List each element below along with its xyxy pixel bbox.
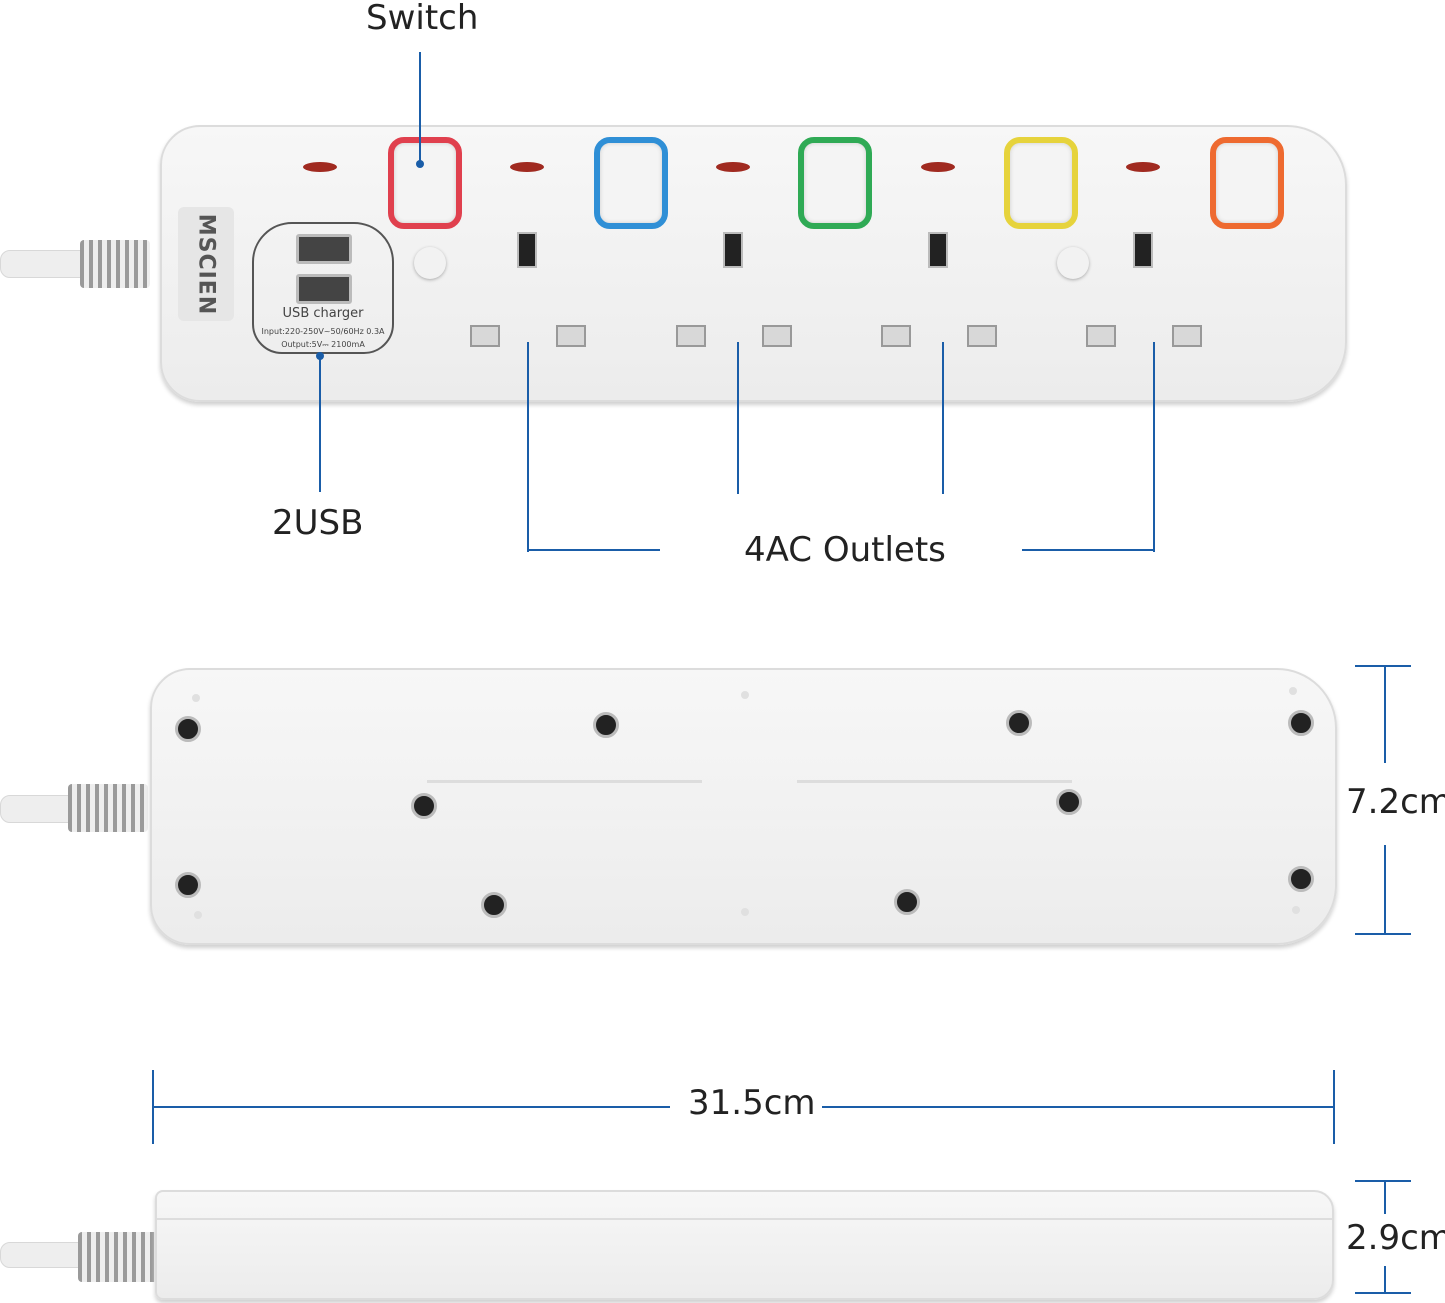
power-strip-top-view: MSCIEN USB charger Input:220-250V~50/60H… bbox=[160, 125, 1347, 402]
side-seam bbox=[157, 1218, 1332, 1220]
mounting-hole-8 bbox=[481, 892, 507, 918]
dim-31.5-h2 bbox=[822, 1106, 1334, 1108]
outlet-4-earth bbox=[1133, 232, 1153, 268]
foot-3 bbox=[1289, 687, 1297, 695]
outlet-leader-1h bbox=[527, 549, 660, 551]
outlet-3-earth bbox=[928, 232, 948, 268]
indicator-light-1 bbox=[303, 162, 337, 172]
dim-31.5-h1 bbox=[152, 1106, 670, 1108]
dim-7.2-v2 bbox=[1384, 845, 1386, 935]
outlet-leader-4 bbox=[1153, 342, 1155, 552]
outlet-leader-2 bbox=[737, 342, 739, 494]
dim-7.2-bottom bbox=[1355, 933, 1411, 935]
brand-logo-text: MSCIEN bbox=[193, 213, 219, 315]
indicator-light-3 bbox=[716, 162, 750, 172]
usb-label: 2USB bbox=[272, 503, 364, 543]
mounting-hole-5 bbox=[411, 793, 437, 819]
brand-logo: MSCIEN bbox=[178, 207, 234, 321]
usb-input-spec: Input:220-250V~50/60Hz 0.3A bbox=[261, 327, 385, 336]
dim-7.2-v1 bbox=[1384, 665, 1386, 763]
usb-panel: USB charger Input:220-250V~50/60Hz 0.3A … bbox=[252, 222, 394, 354]
mounting-hole-2 bbox=[593, 712, 619, 738]
dim-2.9-bottom bbox=[1355, 1292, 1411, 1294]
outlet-3-live bbox=[881, 325, 911, 347]
switch-dot bbox=[416, 160, 424, 168]
foot-2 bbox=[741, 691, 749, 699]
usb-dot bbox=[316, 352, 324, 360]
usb-leader bbox=[319, 356, 321, 492]
cable-grip bbox=[80, 240, 150, 288]
dim-31.5-right bbox=[1333, 1070, 1335, 1144]
mounting-hole-6 bbox=[1056, 789, 1082, 815]
foot-1 bbox=[192, 694, 200, 702]
switch-1[interactable] bbox=[388, 137, 462, 229]
outlet-leader-4h bbox=[1022, 549, 1155, 551]
indicator-light-5 bbox=[1126, 162, 1160, 172]
cable-grip-bottom bbox=[68, 784, 148, 832]
power-strip-side-view bbox=[155, 1190, 1334, 1300]
switch-2[interactable] bbox=[594, 137, 668, 229]
power-cable-side bbox=[0, 1242, 92, 1268]
outlet-leader-3 bbox=[942, 342, 944, 494]
foot-4 bbox=[194, 911, 202, 919]
foot-6 bbox=[1292, 906, 1300, 914]
height-label: 2.9cm bbox=[1346, 1218, 1445, 1258]
dim-2.9-v2 bbox=[1384, 1266, 1386, 1294]
outlets-label: 4AC Outlets bbox=[744, 530, 946, 570]
width-label: 7.2cm bbox=[1346, 782, 1445, 822]
dim-2.9-top bbox=[1355, 1180, 1411, 1182]
outlet-1-neutral bbox=[556, 325, 586, 347]
usb-charger-label: USB charger bbox=[282, 306, 364, 321]
switch-3[interactable] bbox=[798, 137, 872, 229]
outlet-2-neutral bbox=[762, 325, 792, 347]
switch-5[interactable] bbox=[1210, 137, 1284, 229]
keyhole-slot-right bbox=[797, 780, 1072, 783]
outlet-4-live bbox=[1086, 325, 1116, 347]
length-label: 31.5cm bbox=[688, 1083, 816, 1123]
cable-grip-side bbox=[78, 1232, 158, 1282]
indicator-light-4 bbox=[921, 162, 955, 172]
switch-leader bbox=[419, 52, 421, 164]
outlet-4-neutral bbox=[1172, 325, 1202, 347]
outlet-1-live bbox=[470, 325, 500, 347]
usb-port-1[interactable] bbox=[296, 234, 352, 264]
foot-5 bbox=[741, 908, 749, 916]
outlet-2-earth bbox=[723, 232, 743, 268]
indicator-light-2 bbox=[510, 162, 544, 172]
mounting-hole-7 bbox=[175, 872, 201, 898]
switch-label: Switch bbox=[366, 0, 479, 38]
mounting-hole-4 bbox=[1288, 710, 1314, 736]
usb-output-spec: Output:5V⎓ 2100mA bbox=[281, 340, 365, 349]
outlet-1-earth bbox=[517, 232, 537, 268]
reset-button-1[interactable] bbox=[414, 247, 446, 279]
switch-4[interactable] bbox=[1004, 137, 1078, 229]
mounting-hole-1 bbox=[175, 716, 201, 742]
power-strip-bottom-view bbox=[150, 668, 1337, 945]
dim-7.2-top bbox=[1355, 665, 1411, 667]
mounting-hole-9 bbox=[894, 889, 920, 915]
outlet-leader-1 bbox=[527, 342, 529, 552]
reset-button-2[interactable] bbox=[1057, 247, 1089, 279]
keyhole-slot-left bbox=[427, 780, 702, 783]
mounting-hole-10 bbox=[1288, 866, 1314, 892]
usb-port-2[interactable] bbox=[296, 274, 352, 304]
mounting-hole-3 bbox=[1006, 710, 1032, 736]
outlet-2-live bbox=[676, 325, 706, 347]
outlet-3-neutral bbox=[967, 325, 997, 347]
dim-2.9-v1 bbox=[1384, 1180, 1386, 1214]
